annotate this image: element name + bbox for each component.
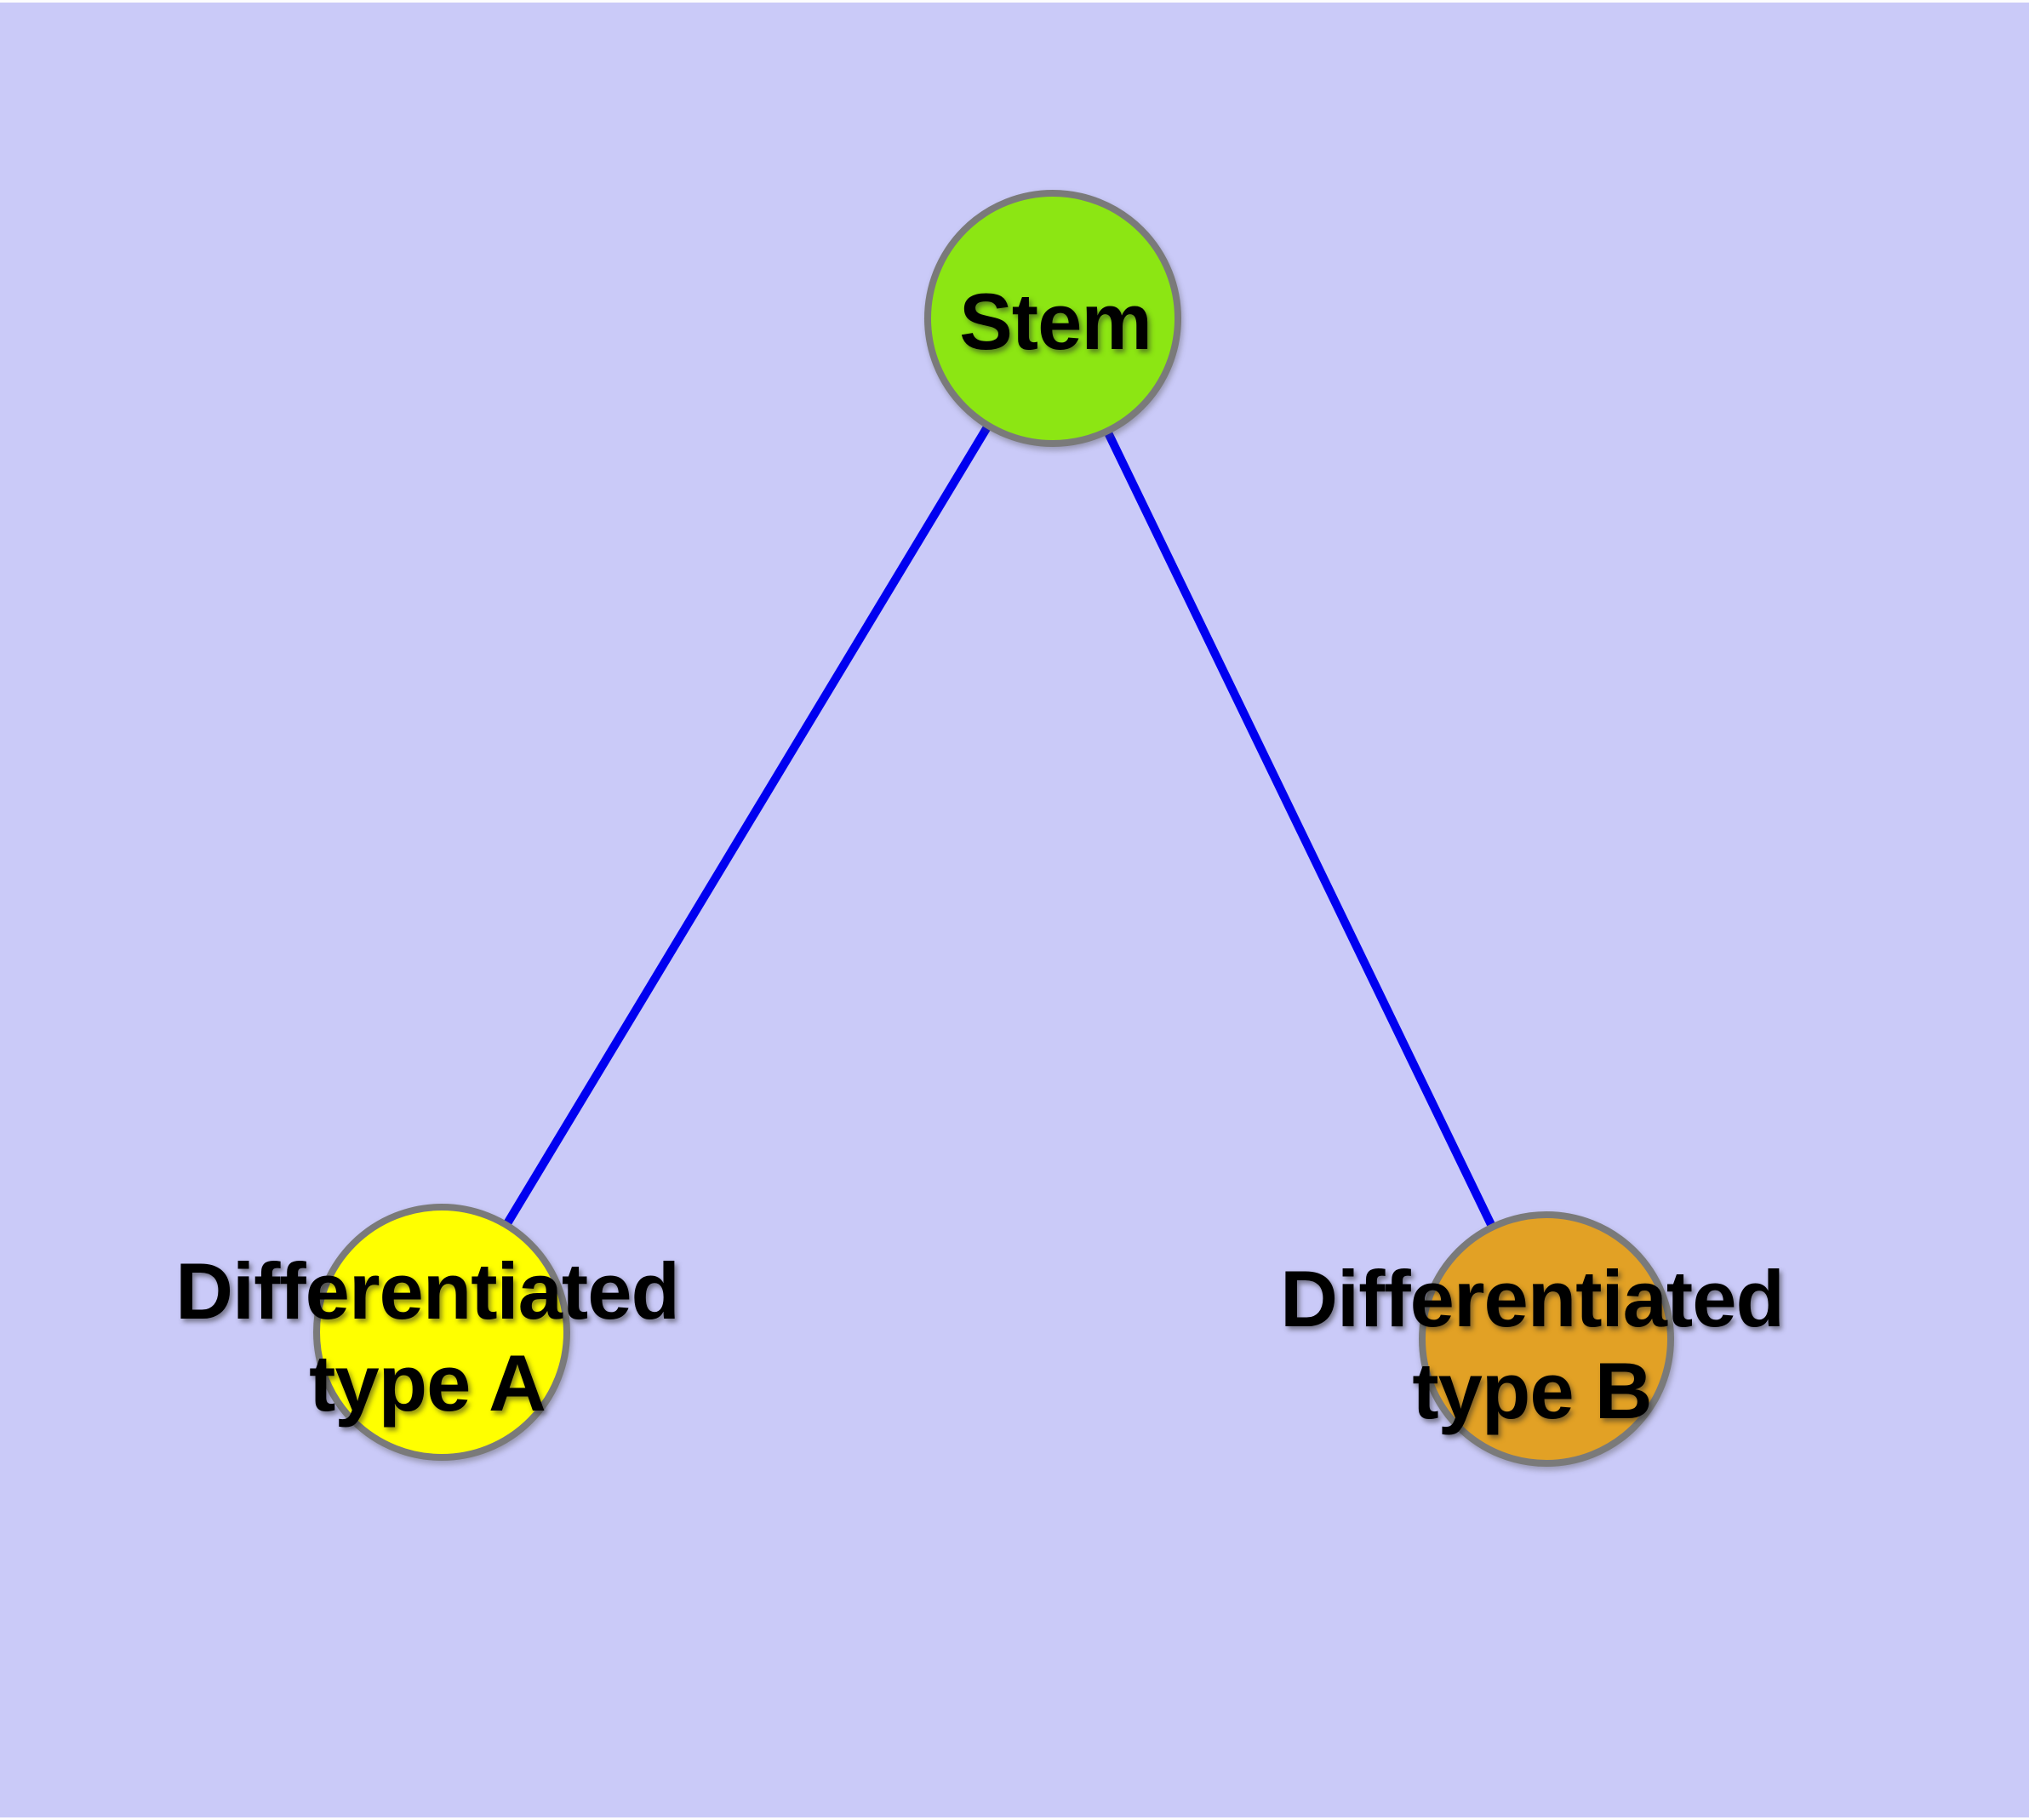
edge-stem-to-type-a xyxy=(437,316,1057,1335)
bottom-edge-strip xyxy=(0,1817,2029,1820)
label-line: type A xyxy=(309,1338,546,1428)
label-line: type B xyxy=(1412,1346,1652,1435)
top-edge-strip xyxy=(0,0,2029,3)
node-label-stem: Stem xyxy=(959,276,1152,368)
node-differentiated-type-b xyxy=(1419,1211,1674,1467)
edge-stem-to-type-b xyxy=(1049,316,1551,1342)
node-differentiated-type-a xyxy=(313,1204,570,1461)
node-label-differentiated-type-b: Differentiated type B xyxy=(1280,1253,1785,1437)
label-line: Differentiated xyxy=(175,1246,680,1336)
node-label-differentiated-type-a: Differentiated type A xyxy=(175,1245,680,1429)
label-line: Differentiated xyxy=(1280,1254,1785,1343)
node-stem xyxy=(924,190,1181,447)
label-line: Stem xyxy=(959,277,1152,366)
